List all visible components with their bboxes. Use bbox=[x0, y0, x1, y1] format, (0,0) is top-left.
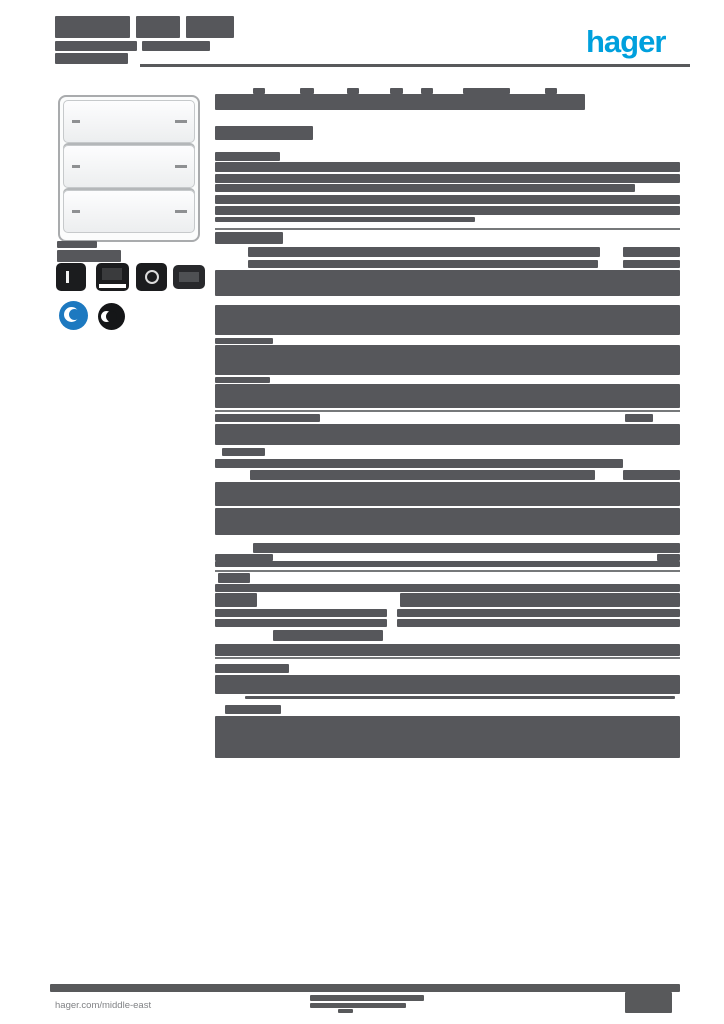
rocker bbox=[63, 100, 195, 143]
redacted-text-bar bbox=[215, 554, 273, 561]
redacted-text-bar bbox=[215, 184, 635, 192]
redacted-text-bar bbox=[55, 16, 130, 38]
redacted-text-bar bbox=[215, 644, 680, 656]
redacted-text-bar bbox=[657, 554, 680, 561]
redacted-text-bar bbox=[215, 609, 387, 617]
redacted-text-bar bbox=[215, 174, 680, 183]
redacted-text-bar bbox=[222, 448, 265, 456]
redacted-text-bar bbox=[55, 53, 128, 64]
redacted-text-bar bbox=[310, 995, 424, 1001]
separator-line bbox=[215, 228, 680, 230]
redacted-text-bar bbox=[50, 984, 680, 992]
separator-line bbox=[215, 570, 680, 572]
separator-line bbox=[215, 657, 680, 659]
redacted-text-bar bbox=[215, 561, 680, 567]
shutter-icon bbox=[136, 263, 167, 291]
redacted-text-bar bbox=[215, 195, 680, 204]
redacted-text-bar bbox=[215, 377, 270, 383]
redacted-text-bar bbox=[186, 16, 234, 38]
redacted-text-bar bbox=[215, 664, 289, 673]
redacted-text-bar bbox=[215, 675, 680, 694]
redacted-text-bar bbox=[397, 619, 680, 627]
redacted-text-bar bbox=[347, 88, 359, 94]
redacted-text-bar bbox=[215, 593, 257, 607]
redacted-text-bar bbox=[215, 716, 680, 758]
redacted-text-bar bbox=[55, 41, 137, 51]
rocker-right-label bbox=[175, 210, 187, 213]
redacted-text-bar bbox=[215, 126, 313, 140]
blue-app-icon bbox=[59, 301, 88, 330]
redacted-text-bar bbox=[215, 482, 680, 506]
redacted-text-bar bbox=[545, 88, 557, 94]
redacted-text-bar bbox=[310, 1003, 406, 1008]
redacted-text-bar bbox=[225, 705, 281, 714]
product-image bbox=[58, 95, 200, 242]
redacted-text-bar bbox=[57, 250, 121, 262]
redacted-text-bar bbox=[338, 1009, 353, 1013]
redacted-text-bar bbox=[215, 338, 273, 344]
redacted-text-bar bbox=[248, 247, 600, 257]
redacted-text-bar bbox=[142, 41, 210, 51]
switch-icon bbox=[56, 263, 86, 291]
redacted-text-bar bbox=[397, 609, 680, 617]
footer-url-link[interactable]: hager.com/middle-east bbox=[55, 996, 185, 1016]
redacted-text-bar bbox=[300, 88, 314, 94]
redacted-text-bar bbox=[463, 88, 510, 94]
rocker-group bbox=[62, 100, 196, 233]
rocker-right-label bbox=[175, 120, 187, 123]
redacted-text-bar bbox=[625, 414, 653, 422]
redacted-text-bar bbox=[215, 584, 680, 592]
redacted-text-bar bbox=[215, 162, 680, 172]
redacted-text-bar bbox=[215, 206, 680, 215]
redacted-text-bar bbox=[57, 241, 97, 248]
hager-logo: hager bbox=[586, 24, 666, 59]
redacted-text-bar bbox=[215, 424, 680, 445]
redacted-text-bar bbox=[215, 459, 623, 468]
separator-line bbox=[215, 410, 680, 412]
redacted-text-bar bbox=[136, 16, 180, 38]
rocker bbox=[63, 190, 195, 233]
redacted-text-bar bbox=[250, 470, 595, 480]
redacted-text-bar bbox=[625, 992, 672, 1013]
rocker bbox=[63, 145, 195, 188]
redacted-text-bar bbox=[218, 573, 250, 583]
redacted-text-bar bbox=[390, 88, 403, 94]
rocker-left-label bbox=[72, 210, 80, 213]
dimmer-icon bbox=[96, 263, 129, 291]
redacted-text-bar bbox=[215, 345, 680, 375]
redacted-text-bar bbox=[253, 88, 265, 94]
redacted-text-bar bbox=[215, 414, 320, 422]
redacted-text-bar bbox=[215, 270, 680, 296]
scene-icon bbox=[173, 265, 205, 289]
rocker-right-label bbox=[175, 165, 187, 168]
redacted-text-bar bbox=[248, 260, 598, 268]
redacted-text-bar bbox=[215, 232, 283, 244]
redacted-text-bar bbox=[215, 217, 475, 222]
redacted-text-bar bbox=[215, 94, 585, 110]
redacted-text-bar bbox=[215, 305, 680, 335]
header-rule bbox=[140, 64, 690, 67]
rocker-left-label bbox=[72, 120, 80, 123]
redacted-text-bar bbox=[215, 152, 280, 161]
redacted-text-bar bbox=[215, 384, 680, 408]
redacted-text-bar bbox=[215, 619, 387, 627]
redacted-text-bar bbox=[273, 630, 383, 641]
rocker-left-label bbox=[72, 165, 80, 168]
redacted-text-bar bbox=[400, 593, 680, 607]
redacted-text-bar bbox=[253, 543, 680, 553]
redacted-text-bar bbox=[215, 508, 680, 535]
redacted-text-bar bbox=[623, 247, 680, 257]
dark-badge-icon bbox=[98, 303, 125, 330]
redacted-text-bar bbox=[421, 88, 433, 94]
redacted-text-bar bbox=[245, 696, 675, 699]
redacted-text-bar bbox=[623, 260, 680, 268]
redacted-text-bar bbox=[623, 470, 680, 480]
